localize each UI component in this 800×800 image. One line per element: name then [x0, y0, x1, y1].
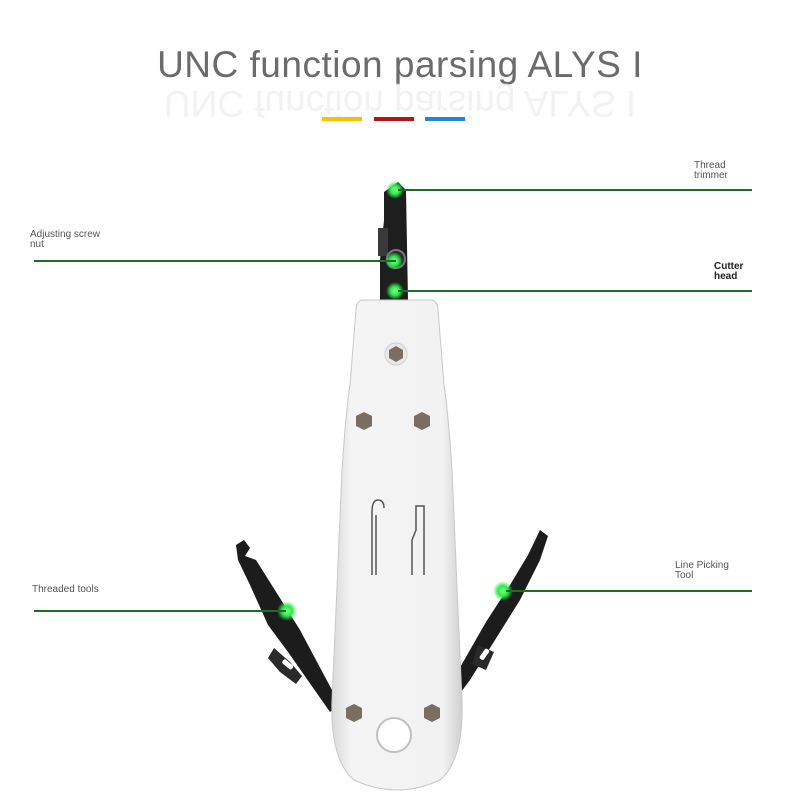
leader-line-thread-trimmer — [398, 189, 752, 191]
label-threaded-tools: Threaded tools — [32, 584, 99, 595]
embossed-hook-icon — [371, 499, 385, 575]
blue-accent-bar — [425, 117, 465, 121]
marker-cutter-head — [386, 282, 404, 300]
label-thread-trimmer: Thread trimmer — [694, 160, 728, 181]
label-cutter-head: Cutter head — [714, 261, 744, 282]
marker-threaded-tools — [277, 601, 297, 621]
line-picking-tool-blade — [446, 530, 548, 700]
screw-bottom-right — [424, 704, 440, 722]
screw-top — [384, 342, 408, 366]
screw-middle-left — [356, 412, 372, 430]
marker-line-picking-tool — [493, 581, 513, 601]
leader-line-cutter-head — [398, 290, 752, 292]
yellow-accent-bar — [322, 117, 362, 121]
screw-bottom-left — [346, 704, 362, 722]
leader-line-adjusting-screw-nut — [34, 260, 396, 262]
screw-middle-right — [414, 412, 430, 430]
label-adjusting-screw-nut: Adjusting screw nut — [30, 229, 101, 250]
leader-line-threaded-tools — [34, 610, 286, 612]
leader-line-line-picking-tool — [506, 590, 752, 592]
page-title: UNC function parsing ALYS I — [157, 44, 643, 85]
embossed-blade-icon — [411, 505, 425, 575]
threaded-tool-blade — [236, 540, 340, 712]
lanyard-hole — [376, 717, 412, 753]
label-line-picking-tool: Line Picking Tool — [675, 560, 729, 581]
marker-thread-trimmer — [386, 181, 404, 199]
red-accent-bar — [374, 117, 414, 121]
